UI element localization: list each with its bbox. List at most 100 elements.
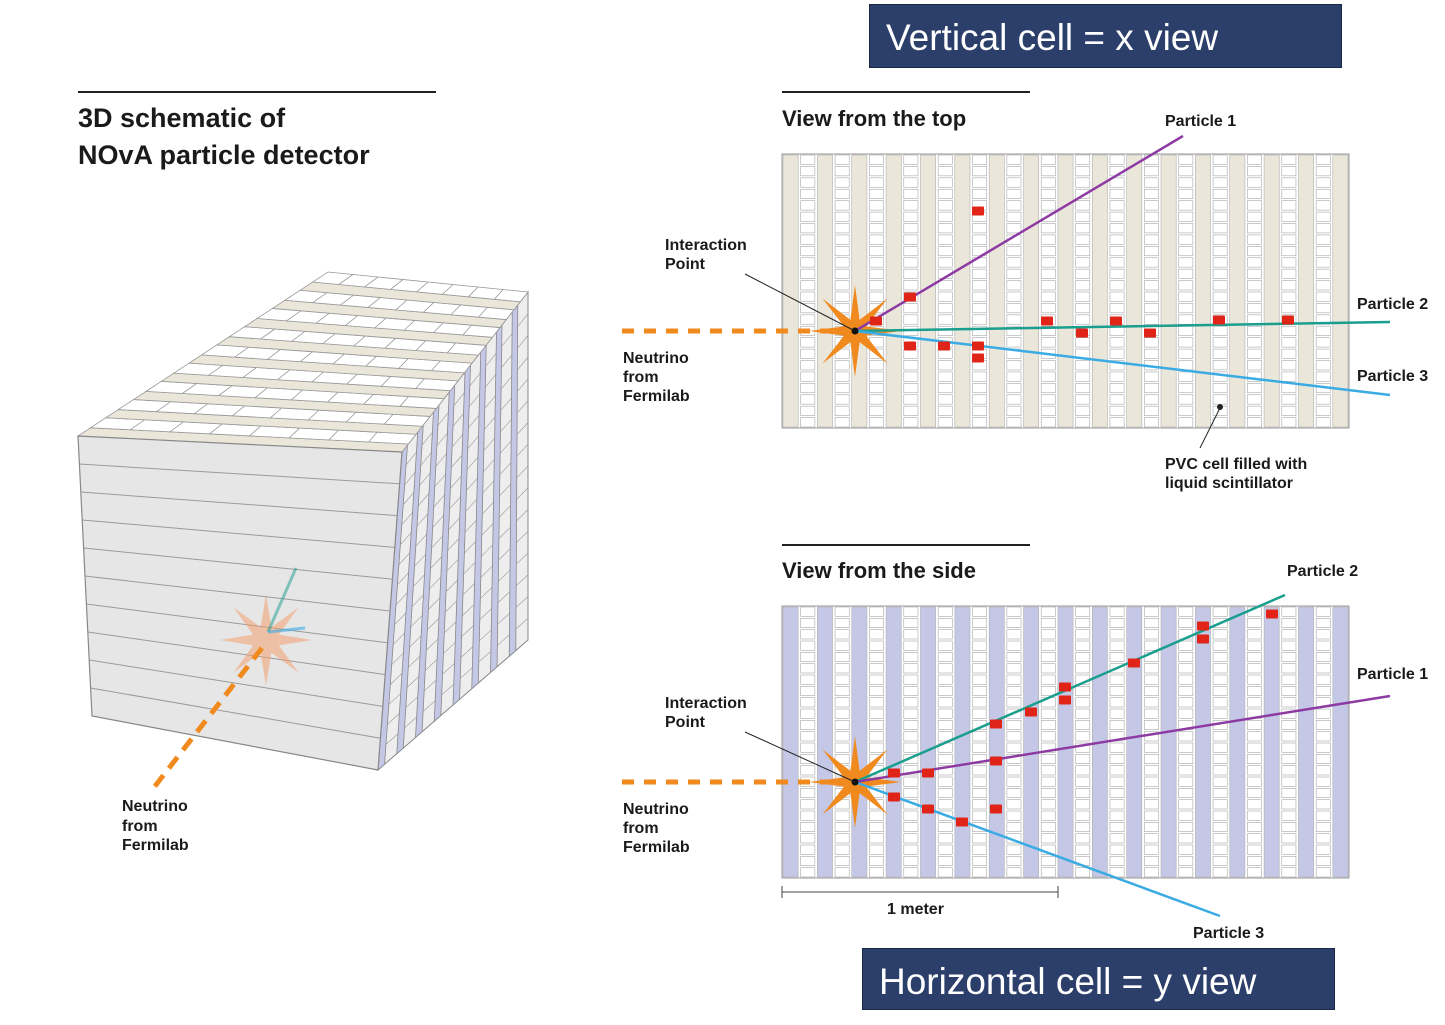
- top-cell-divider: [328, 429, 339, 441]
- scintillator-cell: [1075, 417, 1091, 428]
- scintillator-cell: [1178, 822, 1194, 832]
- scintillator-cell: [1109, 394, 1125, 405]
- scintillator-cell: [1247, 371, 1262, 382]
- vertical-plane: [988, 154, 1005, 428]
- side-cell-line: [451, 434, 463, 448]
- scintillator-cell: [1109, 674, 1125, 685]
- side-cell-line: [445, 579, 458, 592]
- scintillator-cell: [1247, 844, 1262, 855]
- scintillator-cell: [800, 663, 816, 674]
- top-cell-divider: [291, 331, 306, 342]
- scintillator-cell: [903, 742, 919, 753]
- side-cell-line: [499, 483, 511, 497]
- top-cell-divider: [270, 407, 283, 419]
- top-cell-divider: [431, 360, 441, 371]
- scintillator-cell: [1109, 417, 1125, 428]
- schematic-neutrino-beam: [150, 646, 264, 792]
- vertical-plane: [817, 154, 833, 428]
- top-pvc-label-2: liquid scintillator: [1165, 475, 1293, 492]
- scintillator-cell: [1075, 166, 1091, 177]
- scintillator-cell: [800, 799, 816, 810]
- top-view-hits: [870, 206, 1294, 363]
- scintillator-cell: [903, 268, 919, 279]
- scintillator-cell: [1075, 280, 1091, 291]
- scintillator-cell: [1247, 177, 1262, 188]
- scintillator-cell: [903, 360, 919, 371]
- scintillator-cell: [1144, 417, 1159, 428]
- scintillator-cell: [1315, 765, 1331, 776]
- scintillator-cell: [1109, 200, 1125, 211]
- scintillator-cell: [937, 166, 953, 177]
- side-cell-line: [482, 502, 494, 515]
- scintillator-cell: [903, 200, 919, 211]
- scintillator-cell: [1144, 291, 1159, 302]
- scintillator-cell: [1040, 799, 1056, 810]
- scintillator-cell: [1109, 822, 1125, 832]
- scintillator-cell: [937, 844, 953, 855]
- scintillator-cell: [834, 629, 850, 640]
- scintillator-cell: [1212, 154, 1228, 165]
- side-neutrino-label-3: Fermilab: [623, 839, 690, 856]
- top-cell-divider: [156, 401, 171, 412]
- scintillator-cell: [800, 417, 816, 428]
- scintillator-cell: [1109, 371, 1125, 382]
- scintillator-cell: [834, 405, 850, 416]
- scintillator-cell: [903, 166, 919, 177]
- top-cell-divider: [403, 320, 415, 331]
- scintillator-cell: [1109, 629, 1125, 640]
- scintillator-cell: [834, 223, 850, 234]
- scintillator-cell: [1281, 867, 1297, 878]
- scintillator-cell: [903, 640, 919, 651]
- hit-cell: [922, 768, 934, 778]
- scintillator-cell: [1315, 268, 1331, 279]
- scintillator-cell: [1109, 799, 1125, 810]
- scintillator-cell: [1178, 246, 1194, 257]
- scintillator-cell: [1315, 731, 1331, 742]
- scintillator-cell: [972, 754, 987, 764]
- top-cell-divider: [322, 333, 336, 344]
- scintillator-cell: [1144, 177, 1159, 188]
- scintillator-cell: [1178, 606, 1194, 617]
- scintillator-cell: [1109, 652, 1125, 662]
- scintillator-cell: [1075, 652, 1091, 662]
- scintillator-cell: [1109, 280, 1125, 291]
- scintillator-cell: [972, 708, 987, 719]
- hit-cell: [870, 316, 882, 326]
- scintillator-cell: [972, 268, 987, 279]
- scintillator-cell: [1040, 337, 1056, 348]
- scintillator-cell: [937, 383, 953, 394]
- side-cell-line: [466, 457, 479, 470]
- scintillator-cell: [972, 417, 987, 428]
- hit-cell: [956, 817, 968, 827]
- side-cell-line: [517, 378, 529, 392]
- scintillator-cell: [1178, 618, 1194, 628]
- scintillator-cell: [1144, 246, 1159, 257]
- scintillator-cell: [1144, 686, 1159, 696]
- scintillator-cell: [869, 257, 884, 268]
- scintillator-cell: [800, 788, 816, 798]
- horizontal-plane: [1057, 606, 1074, 878]
- scintillator-cell: [1006, 314, 1022, 325]
- scintillator-cell: [1315, 234, 1331, 245]
- scintillator-cell: [1281, 742, 1297, 753]
- scintillator-cell: [1178, 405, 1194, 416]
- scintillator-cell: [937, 663, 953, 674]
- side-cell-line: [464, 541, 476, 554]
- side-cell-line: [501, 333, 513, 347]
- scintillator-cell: [834, 686, 850, 696]
- scintillator-cell: [1075, 383, 1091, 394]
- horizontal-plane: [1263, 606, 1280, 878]
- scintillator-cell: [937, 417, 953, 428]
- scintillator-cell: [1315, 844, 1331, 855]
- side-cell-line: [498, 569, 511, 582]
- scintillator-cell: [1178, 166, 1194, 177]
- scintillator-cell: [1212, 177, 1228, 188]
- scintillator-cell: [1040, 810, 1056, 821]
- side-cell-line: [480, 565, 493, 578]
- scintillator-cell: [1247, 788, 1262, 798]
- scintillator-cell: [1006, 371, 1022, 382]
- scintillator-cell: [800, 833, 816, 844]
- scintillator-cell: [1006, 867, 1022, 878]
- scintillator-cell: [869, 417, 884, 428]
- top-interaction-label-2: Point: [665, 256, 706, 273]
